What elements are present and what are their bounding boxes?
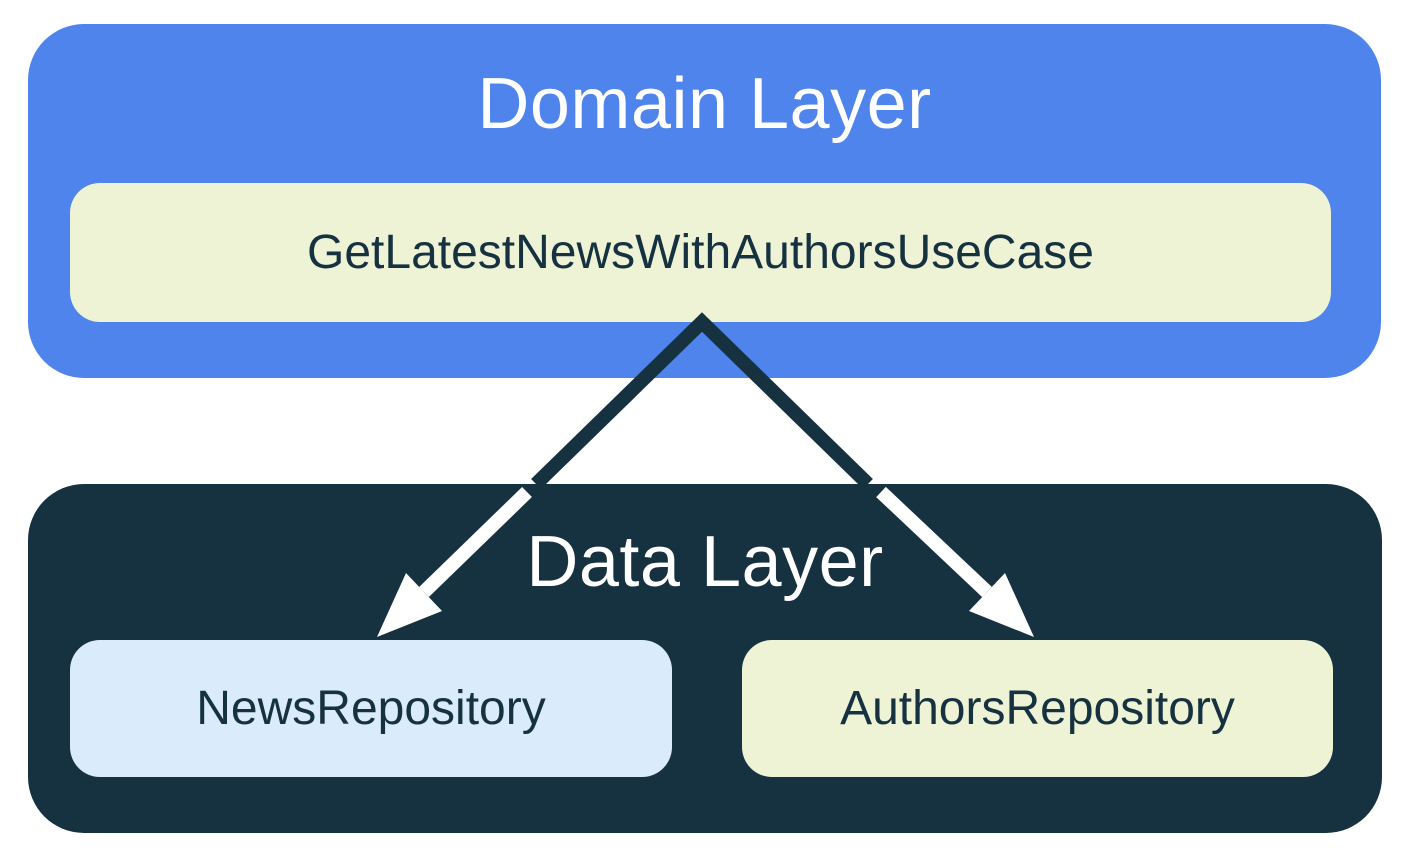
news-repository-label: NewsRepository [196,682,546,735]
domain-layer-title: Domain Layer [477,63,932,144]
authors-repository-node: AuthorsRepository [742,640,1333,777]
domain-layer-box: Domain Layer GetLatestNewsWithAuthorsUse… [28,24,1381,378]
use-case-node: GetLatestNewsWithAuthorsUseCase [70,183,1331,322]
news-repository-node: NewsRepository [70,640,672,777]
use-case-label: GetLatestNewsWithAuthorsUseCase [307,226,1094,279]
authors-repository-label: AuthorsRepository [840,682,1235,735]
data-layer-title: Data Layer [526,522,884,602]
data-layer-box: Data Layer NewsRepository AuthorsReposit… [28,484,1382,833]
